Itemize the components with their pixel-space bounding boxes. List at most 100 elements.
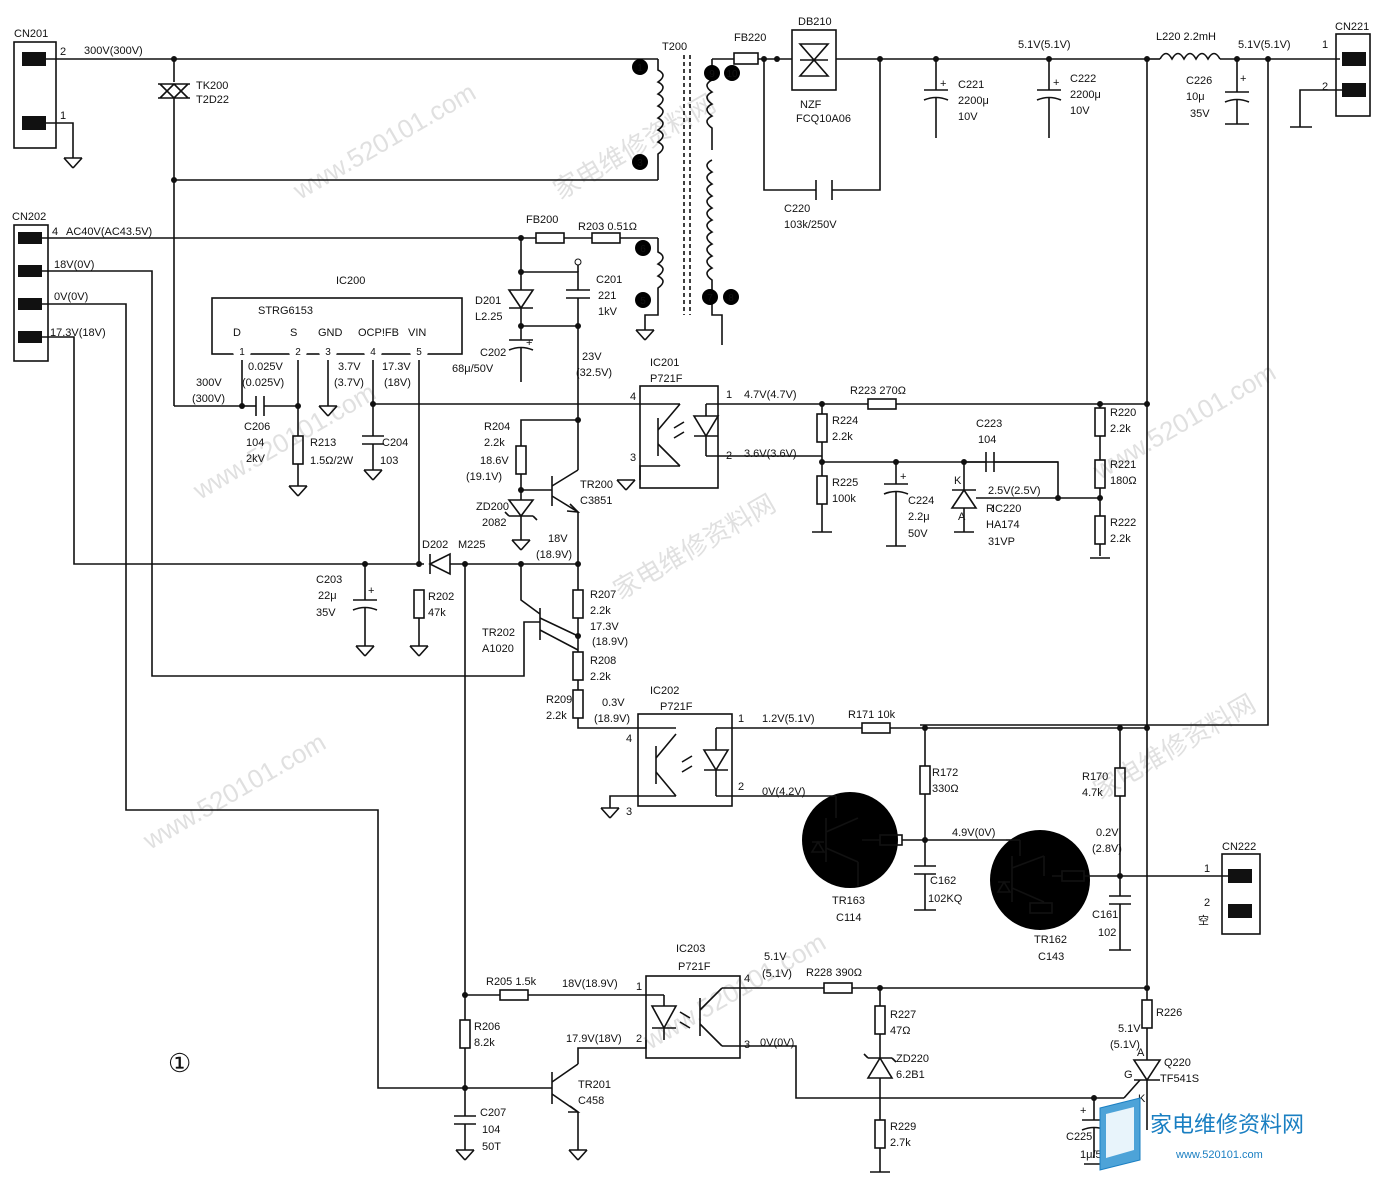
r221-val: 180Ω	[1110, 475, 1137, 487]
r221: R221 180Ω	[1094, 459, 1137, 516]
tr200-ref: TR200	[580, 479, 613, 491]
watermark-text: www.520101.com	[137, 727, 331, 856]
zd220: ZD220 6.2B1	[863, 1053, 929, 1120]
tr201-ref: TR201	[578, 1079, 611, 1091]
r170-ref: R170	[1082, 771, 1108, 783]
zd200: ZD200 2082	[476, 499, 538, 540]
r209: R209 2.2k	[546, 689, 584, 722]
t200-pin6: 6	[640, 244, 646, 255]
cn222-empty: 空	[1198, 913, 1209, 927]
zd200-ref: ZD200	[476, 501, 509, 513]
ic200-s-v2: (0.025V)	[242, 377, 284, 389]
ic200-part: STRG6153	[258, 305, 313, 317]
tr162: TR162 C143	[990, 830, 1240, 963]
watermark-cn: 家电维修资料网	[608, 488, 781, 605]
r170-val: 4.7k	[1082, 787, 1103, 799]
r213: R213 1.5Ω/2W	[292, 435, 354, 486]
r223: R223 270Ω	[850, 385, 1147, 410]
r229-ref: R229	[890, 1121, 916, 1133]
c222-v2: 10V	[1070, 105, 1090, 117]
c207-ref: C207	[480, 1107, 506, 1119]
ic203-p4-v1: 5.1V	[764, 951, 787, 963]
zd200-val: 2082	[482, 517, 506, 529]
c224-v2: 50V	[908, 528, 928, 540]
r213-ref: R213	[310, 437, 336, 449]
d201-val: L2.25	[475, 311, 503, 323]
cn201-pin2: 2	[60, 46, 66, 58]
ic203-pin4: 4	[744, 973, 750, 985]
l220-ref: L220 2.2mH	[1156, 31, 1216, 43]
tr202: TR202 A1020	[482, 564, 579, 655]
r224-val: 2.2k	[832, 431, 853, 443]
cn201-pin1: 1	[60, 110, 66, 122]
tr162-val: C143	[1038, 951, 1064, 963]
c223-val: 104	[978, 434, 996, 446]
c222: + C222 2200μ 10V	[1036, 59, 1101, 138]
c226-v2: 35V	[1190, 108, 1210, 120]
svg-text:+: +	[940, 78, 946, 90]
ic201-pin1: 1	[726, 389, 732, 401]
r206: R206 8.2k	[459, 1019, 500, 1116]
d202-ref: D202	[422, 539, 448, 551]
r224-ref: R224	[832, 415, 858, 427]
svg-text:+: +	[900, 471, 906, 483]
tr162-c-v1: 0.2V	[1096, 827, 1119, 839]
r206-ref: R206	[474, 1021, 500, 1033]
ic201-p2-v: 3.6V(3.6V)	[744, 448, 797, 460]
r227-ref: R227	[890, 1009, 916, 1021]
connector-cn222: CN222 1 2 空	[1198, 841, 1261, 935]
cn202-v2: 0V(0V)	[54, 291, 88, 303]
c221-v1: 2200μ	[958, 95, 989, 107]
r222-val: 2.2k	[1110, 533, 1131, 545]
r226-ref: R226	[1156, 1007, 1182, 1019]
cn202-label: CN202	[12, 211, 46, 223]
ic203-p3-v: 0V(0V)	[760, 1037, 794, 1049]
ic203-p1-v: 18V(18.9V)	[562, 978, 618, 990]
d201: D201 L2.25	[475, 289, 535, 340]
db210: DB210 NZF FCQ10A06	[791, 16, 851, 125]
c202-val: 68μ/50V	[452, 363, 494, 375]
zd220-ref: ZD220	[896, 1053, 929, 1065]
r172-ref: R172	[932, 767, 958, 779]
ic220: K A R IC220 HA174 31VP	[950, 459, 1021, 548]
ic200-vin: VIN	[408, 327, 426, 339]
connector-cn202: CN202 4 AC40V(AC43.5V) 18V(0V) 0V(0V) 17…	[12, 211, 152, 362]
fb220-ref: FB220	[734, 32, 766, 44]
ic202-pin1: 1	[738, 713, 744, 725]
c201-v1: 221	[598, 290, 616, 302]
r171-ref: R171 10k	[848, 709, 896, 721]
ic200-s: S	[290, 327, 297, 339]
c225: + C225 1μ/50V	[1066, 1098, 1116, 1161]
c206-ref: C206	[244, 421, 270, 433]
logo-url: www.520101.com	[1175, 1149, 1263, 1161]
r225-ref: R225	[832, 477, 858, 489]
c162-ref: C162	[930, 875, 956, 887]
watermark-text: www.520101.com	[287, 77, 481, 206]
r206-val: 8.2k	[474, 1037, 495, 1049]
r227-val: 47Ω	[890, 1025, 910, 1037]
c224-v1: 2.2μ	[908, 511, 930, 523]
c201-v2: 1kV	[598, 306, 618, 318]
ic202-p2-v: 0V(4.2V)	[762, 786, 805, 798]
c203-v2: 35V	[316, 607, 336, 619]
r220-ref: R220	[1110, 407, 1136, 419]
c203: + C203 22μ 35V	[316, 564, 378, 646]
ic202-p1-v: 1.2V(5.1V)	[762, 713, 815, 725]
ic203-pin1: 1	[636, 981, 642, 993]
c220-ref: C220	[784, 203, 810, 215]
ic203: IC203 P721F 1 2 4 3	[636, 943, 750, 1059]
ic200-d-v2: (300V)	[192, 393, 225, 405]
tr163: TR163 C114	[802, 792, 925, 924]
v18a: 18V	[548, 533, 568, 545]
q220-a-v1: 5.1V	[1118, 1023, 1141, 1035]
tr163-ref: TR163	[832, 895, 865, 907]
r209-ref: R209	[546, 694, 572, 706]
ic203-pin3: 3	[744, 1039, 750, 1051]
r225-val: 100k	[832, 493, 856, 505]
tk200: TK200 T2D22	[158, 59, 229, 180]
v03b: (18.9V)	[594, 713, 630, 725]
t200-pin9: 9	[709, 69, 715, 80]
ic200-vin-v2: (18V)	[384, 377, 411, 389]
c226-v1: 10μ	[1186, 91, 1205, 103]
t200-pin7: 7	[707, 293, 713, 304]
